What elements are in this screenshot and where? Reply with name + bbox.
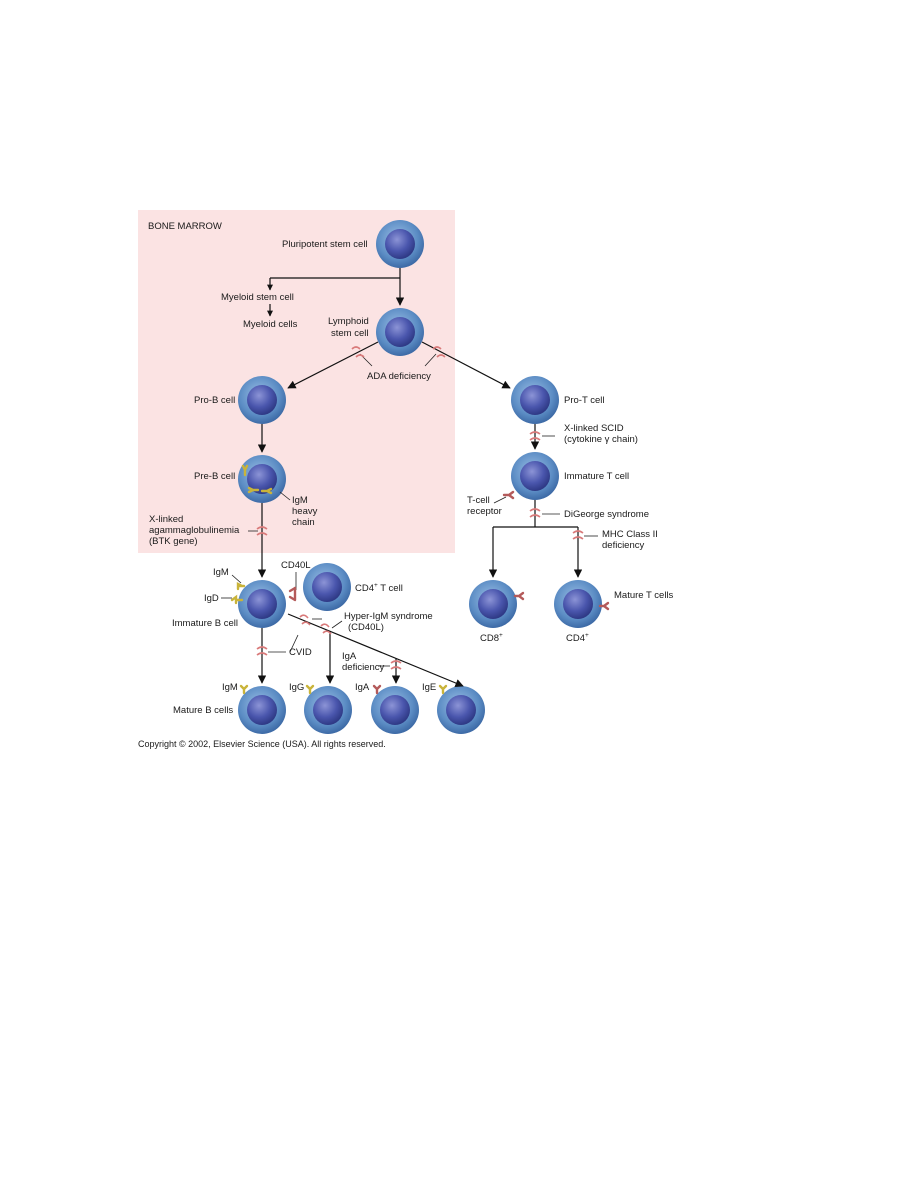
cell-cd8 [469, 580, 517, 628]
cell-lymphoid-stem [376, 308, 424, 356]
cell-cd4 [554, 580, 602, 628]
mature-iga-icon [372, 684, 382, 695]
receptor-labels: IgM heavy chain T-cell receptor CD40L Ig… [204, 495, 502, 693]
immature-b-igm-icon [236, 582, 246, 591]
label-mhc2-1: MHC Class II [602, 529, 658, 540]
pre-b-heavy-chain-icon [241, 464, 273, 495]
label-xla-2: agammaglobulinemia [149, 525, 240, 536]
label-immature-t: Immature T cell [564, 471, 629, 482]
block-xla [256, 526, 268, 536]
label-xla-1: X-linked [149, 514, 183, 525]
label-mature-igg: IgG [289, 682, 304, 693]
label-iga-1: IgA [342, 651, 357, 662]
label-immature-b: Immature B cell [172, 618, 238, 629]
label-igm-heavy-3: chain [292, 517, 315, 528]
block-hyperigm-2 [320, 623, 332, 635]
block-digeorge [529, 508, 541, 518]
label-mature-t: Mature T cells [614, 590, 674, 601]
label-igd: IgD [204, 593, 219, 604]
cd4-receptor-icon [598, 601, 610, 611]
block-iga [390, 660, 402, 670]
cell-mature-b-iga [371, 686, 419, 734]
label-xscid-1: X-linked SCID [564, 423, 624, 434]
label-digeorge: DiGeorge syndrome [564, 509, 649, 520]
label-mature-iga: IgA [355, 682, 370, 693]
label-cd4: CD4+ [566, 632, 589, 644]
copyright-text: Copyright © 2002, Elsevier Science (USA)… [138, 739, 386, 749]
cell-pro-b [238, 376, 286, 424]
immature-b-igd-icon [230, 594, 244, 605]
label-tcr-2: receptor [467, 506, 502, 517]
cell-immature-b [238, 580, 286, 628]
label-xscid-2: (cytokine γ chain) [564, 434, 638, 445]
label-cd4-t-cell: CD4+ T cell [355, 582, 403, 594]
tcr-icon [502, 490, 515, 500]
cell-pro-t [511, 376, 559, 424]
label-mhc2-2: deficiency [602, 540, 644, 551]
cell-mature-b-ige [437, 686, 485, 734]
label-lymphoid-2: stem cell [331, 328, 368, 339]
label-lymphoid-1: Lymphoid [328, 316, 369, 327]
receptors [230, 464, 610, 695]
label-pluripotent: Pluripotent stem cell [282, 239, 368, 250]
block-ada-b [351, 346, 365, 358]
block-marks [256, 346, 584, 670]
bone-marrow-label: BONE MARROW [148, 221, 222, 232]
mature-igm-icon [239, 684, 249, 695]
mature-igg-icon [305, 684, 315, 695]
label-pre-b: Pre-B cell [194, 471, 235, 482]
label-pro-b: Pro-B cell [194, 395, 235, 406]
cell-cd4-t-helper [303, 563, 351, 611]
label-cd40l: CD40L [281, 560, 311, 571]
block-hyperigm-1 [299, 614, 311, 626]
cell-immature-t [511, 452, 559, 500]
label-myeloid-cells: Myeloid cells [243, 319, 298, 330]
block-xscid [529, 431, 541, 441]
label-cvid: CVID [289, 647, 312, 658]
label-hyperigm-1: Hyper-IgM syndrome [344, 611, 433, 622]
block-ada-t [432, 346, 446, 358]
label-xla-3: (BTK gene) [149, 536, 198, 547]
label-igm-heavy-1: IgM [292, 495, 308, 506]
label-iga-2: deficiency [342, 662, 384, 673]
label-igm: IgM [213, 567, 229, 578]
cell-mature-b-igg [304, 686, 352, 734]
cell-pre-b [238, 455, 286, 503]
block-cvid [256, 646, 268, 656]
label-pro-t: Pro-T cell [564, 395, 604, 406]
cell-pluripotent [376, 220, 424, 268]
cell-labels: Pluripotent stem cell Myeloid stem cell … [172, 239, 674, 716]
label-mature-b: Mature B cells [173, 705, 233, 716]
cell-mature-b-igm [238, 686, 286, 734]
connector-lines [221, 268, 598, 688]
label-igm-heavy-2: heavy [292, 506, 318, 517]
label-mature-igm: IgM [222, 682, 238, 693]
label-cd8: CD8+ [480, 632, 503, 644]
label-tcr-1: T-cell [467, 495, 490, 506]
label-hyperigm-2: (CD40L) [348, 622, 384, 633]
block-mhc2 [572, 530, 584, 540]
cd40l-icon [288, 586, 297, 602]
defect-labels: ADA deficiency X-linked SCID (cytokine γ… [149, 371, 658, 673]
label-mature-ige: IgE [422, 682, 436, 693]
label-myeloid-stem: Myeloid stem cell [221, 292, 294, 303]
mature-ige-icon [438, 684, 448, 695]
cd8-receptor-icon [513, 591, 525, 601]
label-ada: ADA deficiency [367, 371, 431, 382]
